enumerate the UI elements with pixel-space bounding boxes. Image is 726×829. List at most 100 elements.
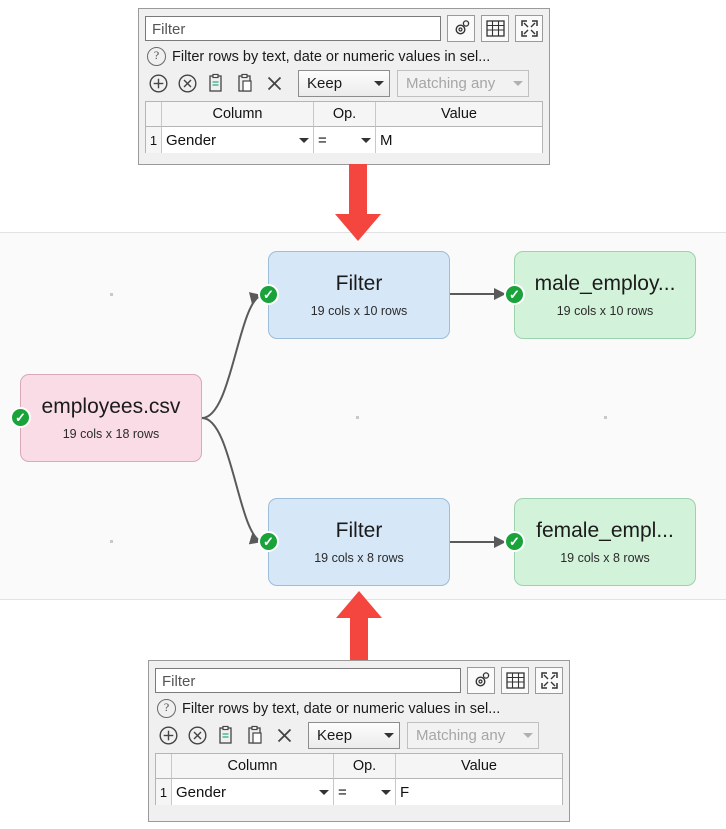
node-subtitle: 19 cols x 8 rows (314, 551, 404, 566)
panel-description-text: Filter rows by text, date or numeric val… (182, 700, 501, 717)
help-icon[interactable]: ? (157, 699, 176, 718)
status-badge: ✓ (258, 531, 279, 552)
node-filter-male[interactable]: ✓ Filter 19 cols x 10 rows (258, 251, 450, 339)
chevron-down-icon (381, 789, 391, 795)
settings-icon[interactable] (447, 15, 475, 42)
panel-titlebar: Filter (139, 9, 549, 44)
node-subtitle: 19 cols x 10 rows (310, 304, 408, 319)
expand-icon[interactable] (515, 15, 543, 42)
canvas-dot (604, 416, 607, 419)
canvas-dot (110, 540, 113, 543)
help-icon[interactable]: ? (147, 47, 166, 66)
header-op: Op. (334, 754, 396, 779)
keep-mode-select[interactable]: Keep (308, 722, 400, 749)
header-value: Value (376, 102, 542, 127)
row-column-select[interactable]: Gender (172, 779, 334, 805)
paste-icon[interactable] (234, 73, 256, 95)
matching-select[interactable]: Matching any (407, 722, 539, 749)
node-label: employees.csv (41, 394, 181, 418)
row-value-input[interactable]: M (380, 131, 393, 149)
panel-titlebar: Filter (149, 661, 569, 696)
add-icon[interactable] (147, 73, 169, 95)
filter-table-header: Column Op. Value (146, 102, 542, 127)
row-op-value: = (318, 131, 327, 149)
chevron-down-icon (361, 137, 371, 143)
status-badge: ✓ (258, 284, 279, 305)
matching-select[interactable]: Matching any (397, 70, 529, 97)
paste-icon[interactable] (244, 725, 266, 747)
matching-value: Matching any (406, 75, 496, 92)
clear-icon[interactable] (263, 73, 285, 95)
status-badge: ✓ (10, 407, 31, 428)
table-row[interactable]: 1 Gender = M (146, 127, 542, 153)
keep-mode-select[interactable]: Keep (298, 70, 390, 97)
panel-description: ? Filter rows by text, date or numeric v… (149, 696, 569, 720)
row-number: 1 (156, 779, 172, 805)
add-icon[interactable] (157, 725, 179, 747)
header-column: Column (162, 102, 314, 127)
header-op: Op. (314, 102, 376, 127)
panel-description: ? Filter rows by text, date or numeric v… (139, 44, 549, 68)
panel-toolbar: Keep Matching any (139, 68, 549, 101)
remove-icon[interactable] (176, 73, 198, 95)
chevron-down-icon (319, 789, 329, 795)
node-label: male_employ... (534, 271, 676, 295)
node-male-employees[interactable]: ✓ male_employ... 19 cols x 10 rows (504, 251, 696, 339)
filter-panel-top: Filter (138, 8, 550, 165)
copy-icon[interactable] (215, 725, 237, 747)
row-op-select[interactable]: = (334, 779, 396, 805)
remove-icon[interactable] (186, 725, 208, 747)
callout-arrow-up (336, 591, 382, 668)
node-employees-csv[interactable]: ✓ employees.csv 19 cols x 18 rows (10, 374, 202, 462)
row-column-value: Gender (176, 783, 227, 801)
node-subtitle: 19 cols x 10 rows (556, 304, 654, 319)
node-label: Filter (335, 271, 383, 295)
grid-icon[interactable] (501, 667, 529, 694)
header-value: Value (396, 754, 562, 779)
header-row-num (156, 754, 172, 779)
chevron-down-icon (299, 137, 309, 143)
node-label: female_empl... (536, 518, 674, 542)
keep-mode-value: Keep (307, 75, 343, 92)
flow-canvas[interactable]: ✓ employees.csv 19 cols x 18 rows ✓ Filt… (0, 232, 726, 600)
status-badge: ✓ (504, 284, 525, 305)
node-filter-female[interactable]: ✓ Filter 19 cols x 8 rows (258, 498, 450, 586)
row-column-value: Gender (166, 131, 217, 149)
chevron-down-icon (513, 81, 523, 86)
callout-arrow-down (335, 164, 381, 241)
filter-name-input[interactable]: Filter (145, 16, 441, 41)
flow-links (201, 288, 506, 548)
node-subtitle: 19 cols x 18 rows (62, 427, 160, 442)
row-op-select[interactable]: = (314, 127, 376, 153)
filter-table: Column Op. Value 1 Gender = M (145, 101, 543, 153)
filter-table: Column Op. Value 1 Gender = F (155, 753, 563, 805)
chevron-down-icon (374, 81, 384, 86)
filter-table-header: Column Op. Value (156, 754, 562, 779)
copy-icon[interactable] (205, 73, 227, 95)
row-column-select[interactable]: Gender (162, 127, 314, 153)
canvas-dot (110, 293, 113, 296)
clear-icon[interactable] (273, 725, 295, 747)
header-column: Column (172, 754, 334, 779)
panel-toolbar: Keep Matching any (149, 720, 569, 753)
matching-value: Matching any (416, 727, 506, 744)
grid-icon[interactable] (481, 15, 509, 42)
row-value-input[interactable]: F (400, 783, 410, 801)
header-row-num (146, 102, 162, 127)
canvas-dot (356, 416, 359, 419)
row-number: 1 (146, 127, 162, 153)
expand-icon[interactable] (535, 667, 563, 694)
node-subtitle: 19 cols x 8 rows (560, 551, 650, 566)
filter-name-input[interactable]: Filter (155, 668, 461, 693)
keep-mode-value: Keep (317, 727, 353, 744)
table-row[interactable]: 1 Gender = F (156, 779, 562, 805)
node-female-employees[interactable]: ✓ female_empl... 19 cols x 8 rows (504, 498, 696, 586)
filter-panel-bottom: Filter (148, 660, 570, 822)
chevron-down-icon (384, 733, 394, 738)
status-badge: ✓ (504, 531, 525, 552)
node-label: Filter (335, 518, 383, 542)
panel-description-text: Filter rows by text, date or numeric val… (172, 48, 491, 65)
chevron-down-icon (523, 733, 533, 738)
settings-icon[interactable] (467, 667, 495, 694)
row-op-value: = (338, 783, 347, 801)
